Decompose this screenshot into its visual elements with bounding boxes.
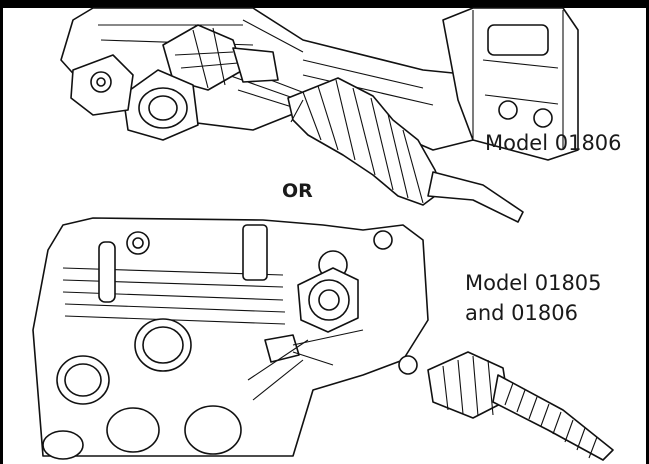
model-label-bottom: Model 01805 and 01806	[465, 268, 602, 328]
model-label-bottom-line1: Model 01805	[465, 271, 602, 295]
top-border-bar	[3, 0, 646, 8]
or-label: OR	[282, 180, 313, 202]
top-hose	[287, 77, 524, 223]
model-label-top: Model 01806	[485, 131, 622, 155]
model-label-bottom-line2: and 01806	[465, 301, 578, 325]
bottom-pump-body	[32, 217, 429, 460]
bottom-hose	[427, 351, 614, 461]
pump-hose-illustration	[32, 7, 614, 461]
top-pump-body	[60, 7, 579, 161]
